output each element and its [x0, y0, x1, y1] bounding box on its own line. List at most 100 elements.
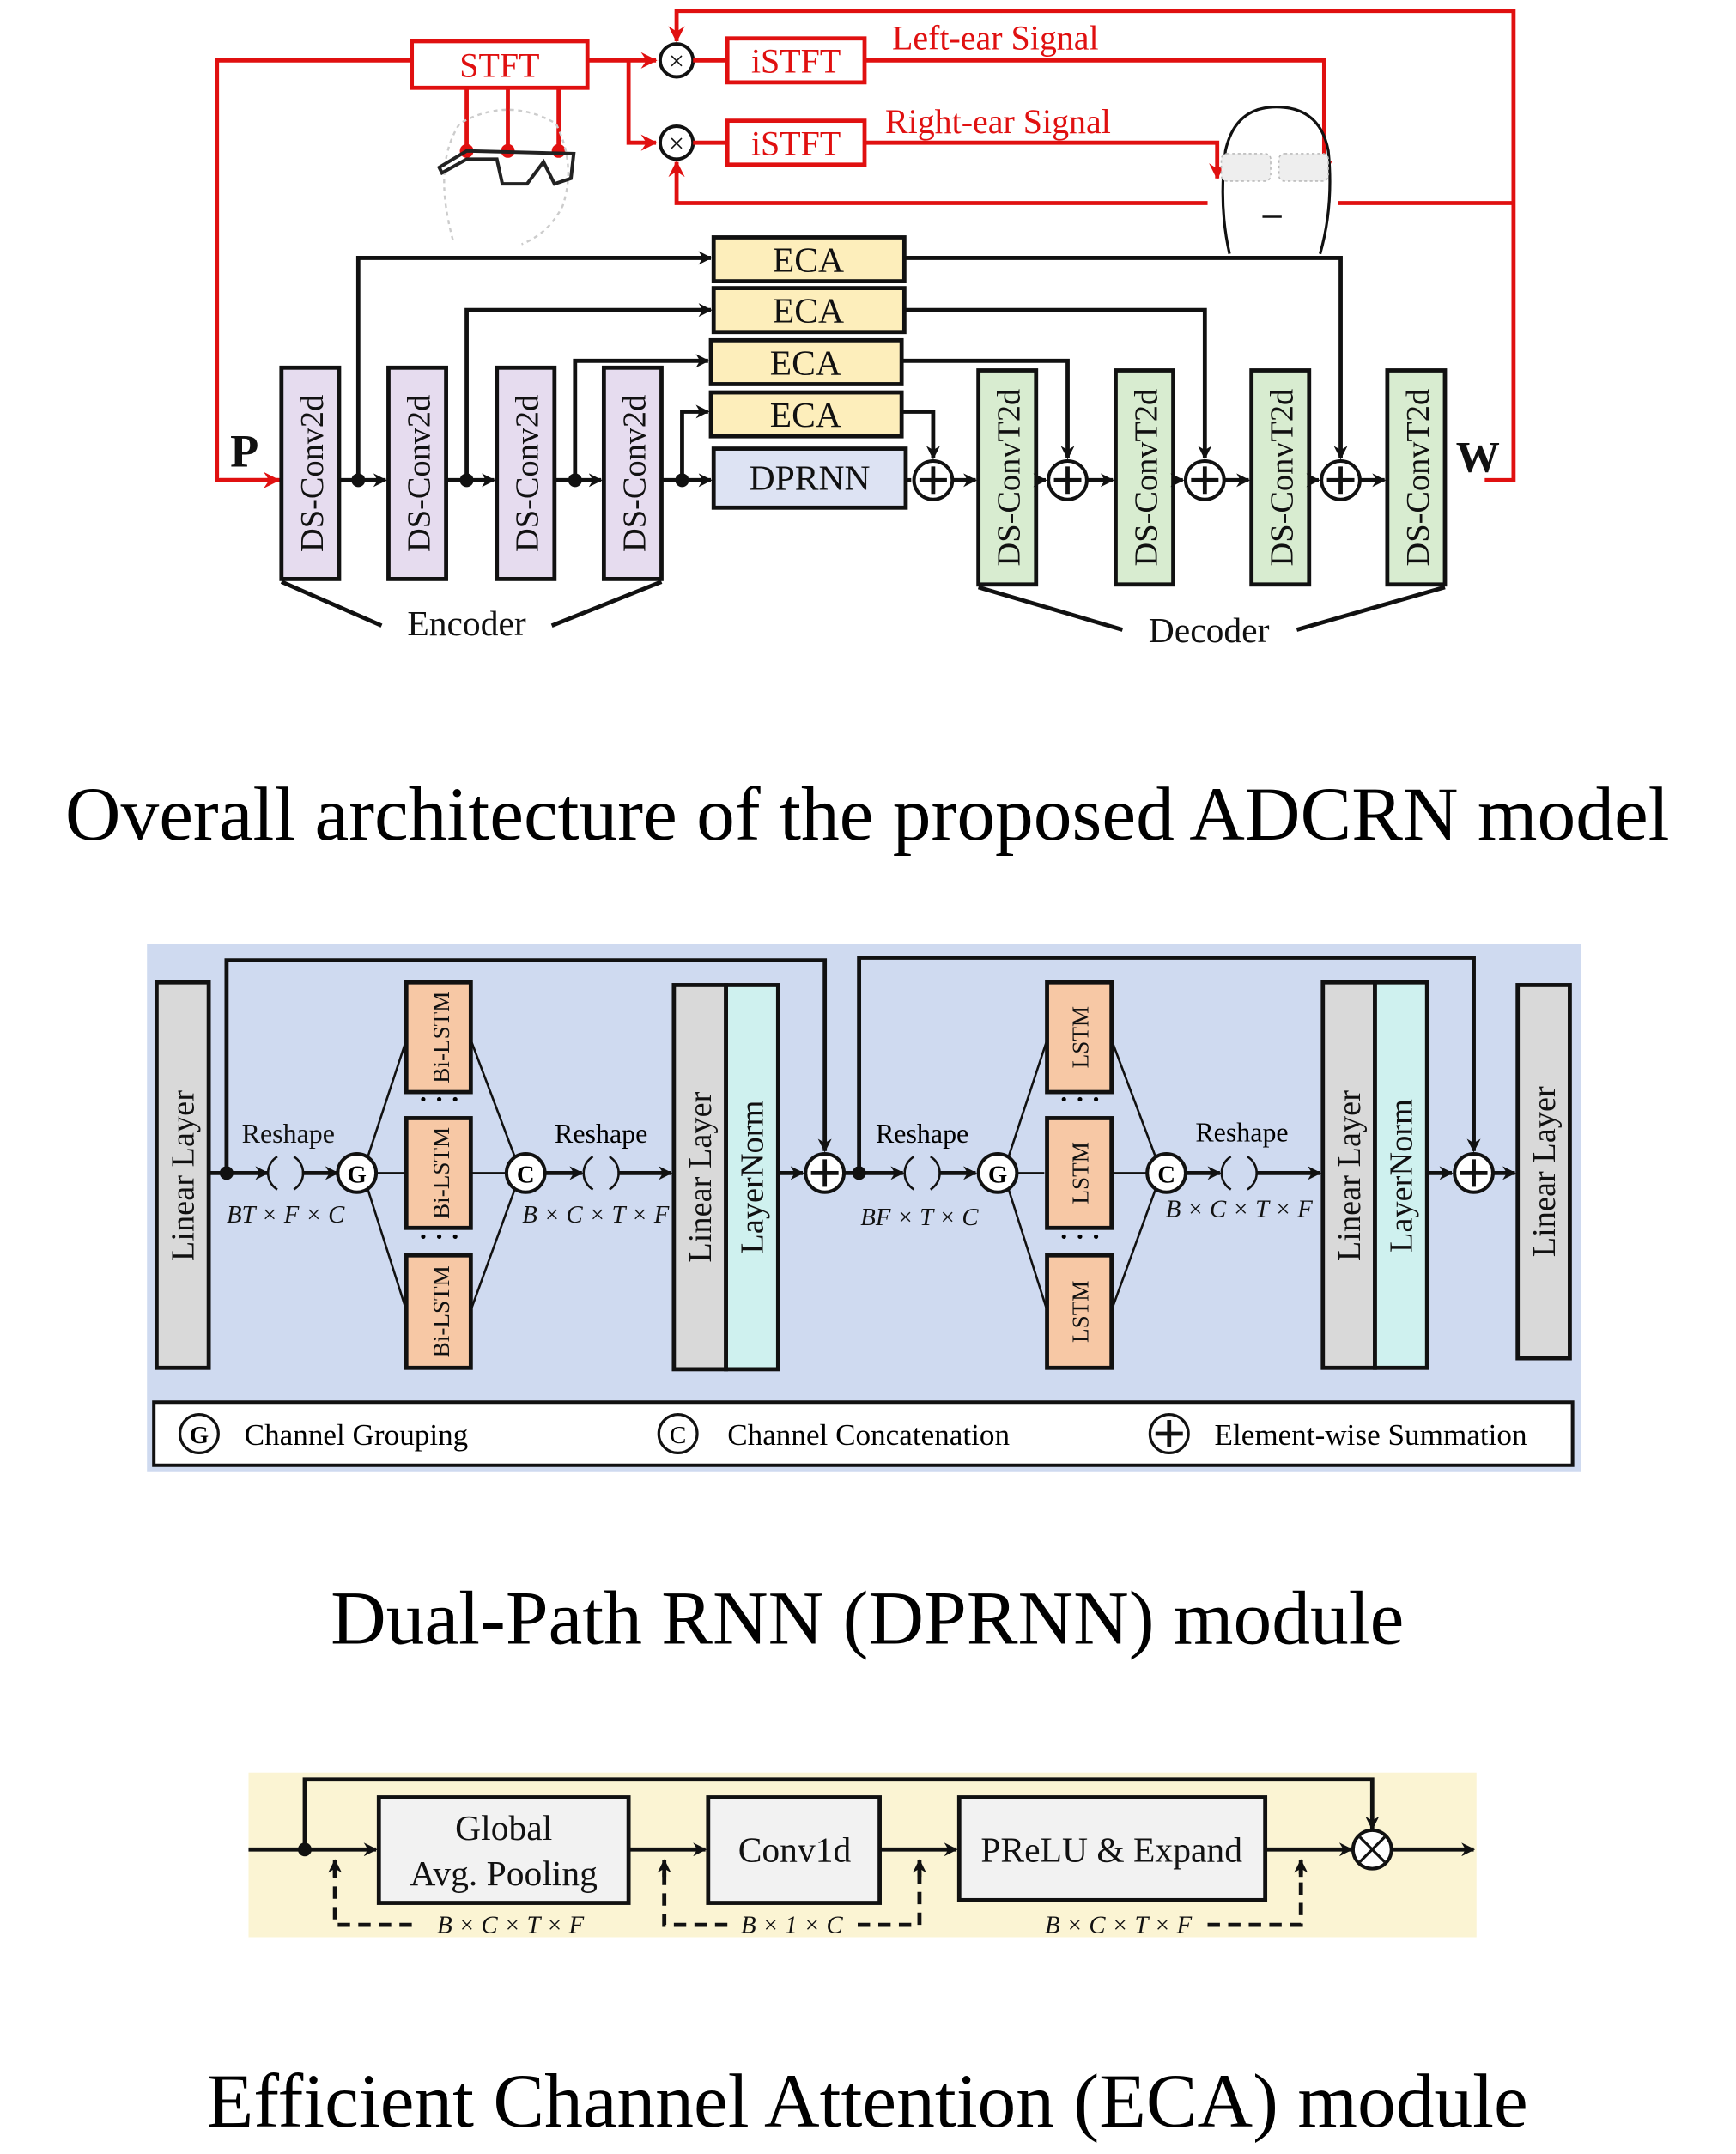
shape-label: BF × T × C — [860, 1204, 979, 1231]
shape-label: B × 1 × C — [741, 1912, 843, 1939]
dprnn-title: Dual-Path RNN (DPRNN) module — [331, 1576, 1404, 1661]
dprnn-label: DPRNN — [750, 458, 871, 498]
decoder-block-label: DS-ConvT2d — [1400, 389, 1436, 567]
bilstm-label: Bi-LSTM — [428, 992, 454, 1083]
shape-label: B × C × T × F — [437, 1912, 585, 1939]
linear-layer-label: Linear Layer — [683, 1091, 719, 1262]
encoder-block — [279, 365, 342, 581]
decoder-block-label: DS-ConvT2d — [1265, 389, 1301, 567]
bilstm-label: Bi-LSTM — [428, 1265, 454, 1357]
svg-text:· · ·: · · · — [419, 1222, 460, 1252]
prelu-label: PReLU & Expand — [980, 1830, 1242, 1870]
eca-box — [711, 286, 907, 335]
lstm-label: LSTM — [1067, 1006, 1093, 1068]
prelu-expand-box — [956, 1795, 1268, 1902]
linear-layer-label: Linear Layer — [1527, 1086, 1563, 1257]
eca-label: ECA — [770, 395, 841, 434]
decoder-label: Decoder — [1149, 610, 1270, 650]
svg-text:· · ·: · · · — [419, 1084, 460, 1114]
linear-layer-box — [671, 983, 728, 1372]
bilstm-label: Bi-LSTM — [428, 1127, 454, 1219]
encoder-label: Encoder — [407, 604, 526, 643]
layernorm-box — [1373, 980, 1429, 1370]
svg-text:×: × — [669, 128, 684, 158]
decoder-block — [1114, 368, 1175, 587]
encoder-blocks: DS-Conv2d DS-Conv2d DS-Conv2d DS-Conv2d — [279, 365, 664, 581]
g-glyph: G — [348, 1162, 367, 1189]
shape-label: B × C × T × F — [1045, 1912, 1193, 1939]
eca-title: Efficient Channel Attention (ECA) module — [207, 2059, 1528, 2144]
encoder-block — [386, 365, 448, 581]
eca-label: ECA — [770, 343, 841, 382]
gap-label-line1: Global — [455, 1808, 552, 1848]
lstm-label: LSTM — [1067, 1142, 1093, 1204]
conv1d-label: Conv1d — [738, 1830, 852, 1870]
eca-diagram: Global Avg. Pooling Conv1d PReLU & Expan… — [207, 1772, 1528, 2144]
linear-layer-box — [1320, 980, 1377, 1370]
eca-label: ECA — [773, 291, 844, 331]
istft-label: iSTFT — [751, 42, 841, 81]
sum-icons — [912, 458, 1362, 501]
svg-text:· · ·: · · · — [1059, 1222, 1101, 1252]
encoder-block-label: DS-Conv2d — [401, 395, 437, 552]
svg-text:· · ·: · · · — [1059, 1084, 1101, 1114]
decoder-block — [1385, 368, 1448, 587]
input-label: P — [230, 425, 258, 476]
encoder-block-label: DS-Conv2d — [510, 395, 546, 552]
linear-layer-label: Linear Layer — [1332, 1090, 1368, 1261]
c-glyph: C — [1157, 1162, 1175, 1189]
right-ear-label: Right-ear Signal — [885, 102, 1111, 141]
bilstm-box — [404, 1253, 473, 1370]
reshape-label: Reshape — [242, 1119, 335, 1149]
g-glyph: G — [190, 1422, 209, 1449]
lstm-box — [1045, 1116, 1114, 1230]
svg-text:×: × — [669, 46, 684, 76]
decoder-blocks: DS-ConvT2d DS-ConvT2d DS-ConvT2d DS-Conv… — [976, 368, 1448, 587]
eca-box — [708, 390, 904, 439]
reshape-label: Reshape — [555, 1119, 647, 1149]
architecture-diagram: STFT × × iSTFT iSTFT Left-ear Signal Rig… — [65, 9, 1670, 857]
lstm-box — [1045, 1253, 1114, 1370]
glasses-head-icon — [436, 108, 576, 246]
linear-layer-box — [1515, 983, 1572, 1361]
istft-box-left — [725, 36, 867, 85]
shape-label: B × C × T × F — [522, 1201, 670, 1229]
conv1d-box — [706, 1795, 882, 1905]
dprnn-diagram: Linear Layer Reshape BT × F × C G Bi-LST… — [147, 944, 1581, 1661]
shape-label: B × C × T × F — [1166, 1196, 1314, 1223]
legend-concat: Channel Concatenation — [727, 1418, 1010, 1452]
reshape-label: Reshape — [876, 1119, 968, 1149]
legend: G Channel Grouping C Channel Concatenati… — [152, 1400, 1575, 1467]
encoder-block-label: DS-Conv2d — [616, 395, 653, 552]
decoder-block-label: DS-ConvT2d — [1128, 389, 1164, 567]
architecture-title: Overall architecture of the proposed ADC… — [65, 772, 1670, 857]
g-glyph: G — [988, 1162, 1007, 1189]
istft-label: iSTFT — [751, 124, 841, 163]
encoder-block — [601, 365, 664, 581]
left-ear-label: Left-ear Signal — [892, 19, 1099, 58]
lstm-label: LSTM — [1067, 1281, 1093, 1343]
layernorm-label: LayerNorm — [1384, 1099, 1420, 1253]
shape-label: BT × F × C — [227, 1201, 345, 1229]
stft-box — [410, 39, 590, 90]
stft-label: STFT — [459, 46, 539, 84]
output-label: W — [1456, 434, 1500, 482]
layernorm-label: LayerNorm — [735, 1101, 771, 1254]
decoder-block — [1249, 368, 1312, 587]
decoder-block-label: DS-ConvT2d — [992, 389, 1028, 567]
bilstm-box — [404, 980, 473, 1095]
listener-head-icon — [1220, 106, 1332, 255]
dprnn-box — [711, 446, 908, 510]
gap-label-line2: Avg. Pooling — [410, 1854, 598, 1893]
eca-box — [711, 235, 907, 284]
lstm-box — [1045, 980, 1114, 1095]
linear-layer-box — [154, 980, 211, 1370]
legend-sum: Element-wise Summation — [1215, 1418, 1527, 1452]
encoder-block — [495, 365, 557, 581]
encoder-block-label: DS-Conv2d — [294, 395, 331, 552]
eca-box — [708, 337, 904, 386]
c-glyph: C — [517, 1162, 535, 1189]
legend-grouping: Channel Grouping — [245, 1418, 469, 1452]
layernorm-box — [724, 983, 780, 1372]
